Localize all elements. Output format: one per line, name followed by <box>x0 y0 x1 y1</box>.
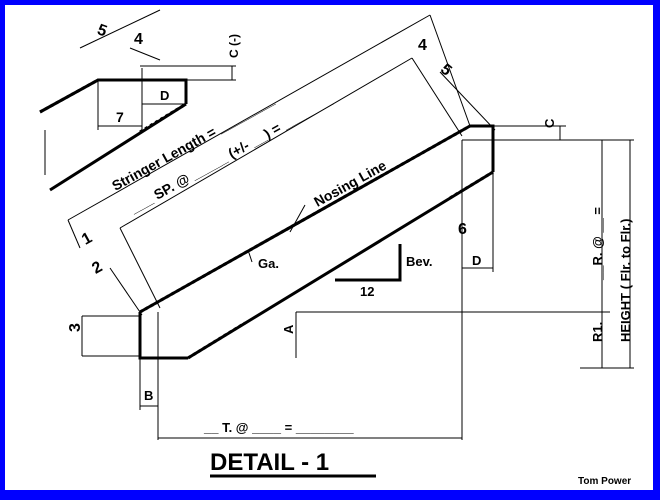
bevel-label: Bev. <box>406 254 433 269</box>
dim-4-label: 4 <box>418 37 427 54</box>
ga-label: Ga. <box>258 256 279 271</box>
dim-c-label: C <box>542 118 557 128</box>
stringer-bottom-dashes <box>187 321 246 360</box>
stringer-bottom-edge <box>187 170 494 360</box>
nosing-line-label: Nosing Line <box>311 157 389 210</box>
stair-stringer-diagram: Bev. 12 1 4 5 2 3 A <box>39 9 634 487</box>
risers-label: __R. @ __ = <box>590 207 605 281</box>
author-label: Tom Power <box>578 476 631 487</box>
inset-dim-5 <box>79 9 161 49</box>
inset-d-label: D <box>160 88 169 103</box>
r1-label: R1. <box>590 322 605 342</box>
dim-1-ext-b <box>429 14 471 127</box>
inset-five-label: 5 <box>95 21 109 40</box>
dim-b-label: B <box>144 388 153 403</box>
inset-dashes-bottom <box>139 102 187 134</box>
dim-6-label: 6 <box>458 221 467 238</box>
dim-a-label: A <box>281 324 296 334</box>
bevel-mark <box>335 244 402 282</box>
stringer-top-edge <box>139 124 495 314</box>
stringer-top-right-dashes <box>449 170 494 200</box>
dim-1-ext-a <box>67 219 81 249</box>
dim-4-line <box>119 57 413 229</box>
detail-title: DETAIL - 1 <box>210 449 329 476</box>
dim-2-ext <box>119 227 161 309</box>
dim-1-label: 1 <box>79 229 95 248</box>
dim-1-line <box>67 14 431 221</box>
drawing-sheet: Bev. 12 1 4 5 2 3 A <box>5 5 653 490</box>
height-label: HEIGHT ( Flr. to Flr.) <box>618 219 633 343</box>
inset-four-label: 4 <box>134 31 143 48</box>
tread-label: __ T. @ ____ = ________ <box>203 420 354 435</box>
stringer-left-foot <box>138 312 188 360</box>
ga-leader <box>247 249 253 263</box>
dim-5-line <box>439 71 496 131</box>
inset-dim-4 <box>129 47 161 61</box>
inset-stringer-bottom <box>49 102 187 192</box>
dim-d-label: D <box>472 253 481 268</box>
twelve-label: 12 <box>360 284 374 299</box>
dim-4-ext <box>411 57 463 137</box>
dim-3-label: 3 <box>67 323 84 332</box>
nosing-leader <box>289 204 306 233</box>
inset-seven-label: 7 <box>116 109 124 125</box>
inset-dashes-top <box>39 78 99 114</box>
dim-2-line <box>109 267 143 316</box>
dim-2-label: 2 <box>89 258 105 277</box>
inset-c-minus-label: C (-) <box>227 34 241 58</box>
